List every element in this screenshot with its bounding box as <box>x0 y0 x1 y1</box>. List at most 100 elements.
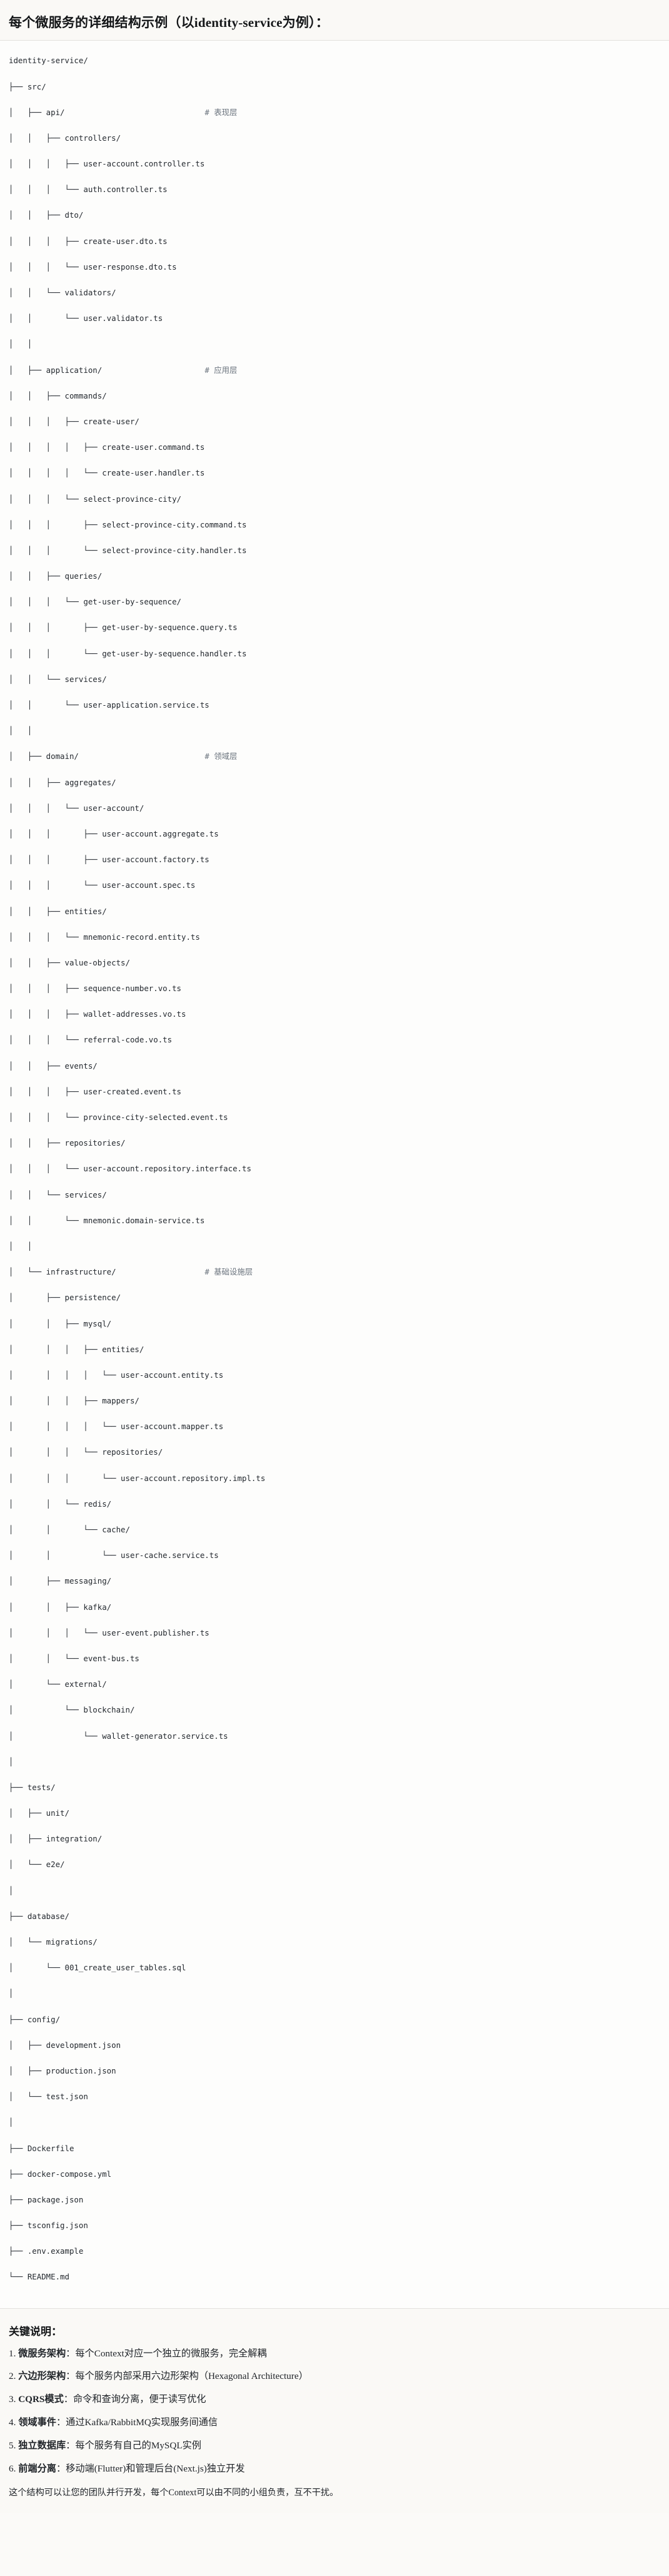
tree-line: │ ├── api/ # 表现层 <box>9 107 238 117</box>
tree-line: │ <box>9 1885 14 1895</box>
key-note-description: ：每个服务内部采用六边形架构（Hexagonal Architecture） <box>66 2371 308 2382</box>
tree-line-comment: # 基础设施层 <box>204 1267 253 1277</box>
tree-line: │ │ └── user.validator.ts <box>9 313 163 323</box>
tree-line: │ │ └── event-bus.ts <box>9 1653 139 1663</box>
key-note-item: 2. 六边形架构：每个服务内部采用六边形架构（Hexagonal Archite… <box>9 2370 660 2384</box>
key-note-term: 六边形架构 <box>18 2371 66 2382</box>
tree-line: ├── .env.example <box>9 2246 84 2256</box>
tree-line: ├── Dockerfile <box>9 2143 74 2153</box>
key-notes-list: 1. 微服务架构：每个Context对应一个独立的微服务，完全解耦 2. 六边形架… <box>9 2347 660 2477</box>
document-page: 每个微服务的详细结构示例（以identity-service为例）： ident… <box>0 0 669 2498</box>
tree-line: │ │ └── user-cache.service.ts <box>9 1550 219 1560</box>
tree-line: │ │ │ └── user-account.spec.ts <box>9 880 196 890</box>
tree-line: │ │ │ ├── select-province-city.command.t… <box>9 519 247 529</box>
tree-line: │ │ <box>9 726 33 736</box>
tree-line: │ │ │ ├── sequence-number.vo.ts <box>9 984 182 994</box>
tree-line: │ ├── domain/ # 领域层 <box>9 751 238 761</box>
tree-line: │ │ └── validators/ <box>9 288 116 298</box>
key-note-term: 独立数据库 <box>18 2440 66 2451</box>
tree-line-comment: # 领域层 <box>204 751 238 761</box>
tree-line: │ │ │ │ ├── create-user.command.ts <box>9 442 205 452</box>
tree-line: ├── src/ <box>9 81 46 91</box>
key-note-number: 3. <box>9 2394 19 2405</box>
tree-line: │ │ │ │ └── user-account.mapper.ts <box>9 1422 224 1432</box>
key-note-term: 领域事件 <box>18 2417 56 2428</box>
tree-line: │ │ └── user-application.service.ts <box>9 700 209 710</box>
tree-line: │ └── migrations/ <box>9 1937 98 1947</box>
tree-line: │ ├── messaging/ <box>9 1576 112 1586</box>
tree-line: │ │ │ ├── user-created.event.ts <box>9 1086 182 1096</box>
tree-line: │ │ │ └── user-account.repository.interf… <box>9 1164 251 1174</box>
tree-line: │ <box>9 1756 14 1766</box>
key-note-item: 4. 领域事件：通过Kafka/RabbitMQ实现服务间通信 <box>9 2416 660 2430</box>
tree-line: │ <box>9 1988 14 1998</box>
tree-line: └── README.md <box>9 2272 69 2282</box>
tree-line: │ │ │ │ └── user-account.entity.ts <box>9 1370 224 1380</box>
tree-line: │ │ │ └── province-city-selected.event.t… <box>9 1112 228 1123</box>
tree-line: │ │ ├── controllers/ <box>9 133 121 143</box>
page-title: 每个微服务的详细结构示例（以identity-service为例）： <box>9 15 329 30</box>
key-notes-title: 关键说明： <box>9 2325 62 2338</box>
key-notes-footer: 这个结构可以让您的团队并行开发，每个Context可以由不同的小组负责，互不干扰… <box>9 2488 339 2498</box>
key-note-term: 微服务架构 <box>18 2348 66 2359</box>
tree-line: │ │ ├── mysql/ <box>9 1318 112 1328</box>
tree-line: │ │ │ └── user-account.repository.impl.t… <box>9 1473 266 1483</box>
tree-line: │ └── infrastructure/ # 基础设施层 <box>9 1267 253 1277</box>
tree-line: │ ├── production.json <box>9 2065 116 2075</box>
tree-line: │ │ └── cache/ <box>9 1525 130 1535</box>
tree-line-comment: # 应用层 <box>204 365 238 375</box>
directory-tree-block: identity-service/ ├── src/ │ ├── api/ # … <box>0 41 669 2308</box>
key-note-number: 4. <box>9 2417 19 2428</box>
key-note-description: ：移动端(Flutter)和管理后台(Next.js)独立开发 <box>56 2463 245 2474</box>
tree-line: │ │ ├── value-objects/ <box>9 957 130 967</box>
tree-line: │ └── wallet-generator.service.ts <box>9 1731 228 1741</box>
tree-line: │ │ <box>9 1241 33 1251</box>
tree-line: │ └── 001_create_user_tables.sql <box>9 1963 186 1973</box>
tree-line-comment: # 表现层 <box>204 107 238 117</box>
key-note-number: 1. <box>9 2348 19 2359</box>
tree-line: identity-service/ <box>9 56 88 66</box>
tree-line: │ │ ├── aggregates/ <box>9 777 116 787</box>
tree-line: │ │ ├── dto/ <box>9 210 84 220</box>
key-note-item: 6. 前端分离：移动端(Flutter)和管理后台(Next.js)独立开发 <box>9 2462 660 2477</box>
tree-line: │ │ └── mnemonic.domain-service.ts <box>9 1215 205 1225</box>
tree-line: ├── docker-compose.yml <box>9 2169 112 2179</box>
tree-line: │ ├── persistence/ <box>9 1293 121 1303</box>
tree-line: │ │ │ ├── user-account.aggregate.ts <box>9 828 219 838</box>
tree-line: │ │ │ ├── user-account.controller.ts <box>9 159 205 169</box>
tree-line: │ │ │ └── user-response.dto.ts <box>9 262 177 272</box>
tree-line: │ │ ├── queries/ <box>9 571 103 581</box>
tree-line: ├── tsconfig.json <box>9 2221 88 2231</box>
tree-line: │ │ │ └── get-user-by-sequence/ <box>9 597 182 607</box>
tree-line: │ │ │ ├── get-user-by-sequence.query.ts <box>9 623 238 633</box>
key-note-description: ：命令和查询分离，便于读写优化 <box>63 2394 206 2405</box>
key-note-description: ：通过Kafka/RabbitMQ实现服务间通信 <box>56 2417 218 2428</box>
tree-line: │ <box>9 2117 14 2127</box>
document-header: 每个微服务的详细结构示例（以identity-service为例）： <box>0 0 669 41</box>
key-note-term: CQRS模式 <box>18 2394 64 2405</box>
tree-line: │ │ │ ├── user-account.factory.ts <box>9 855 209 865</box>
tree-line: │ │ │ └── get-user-by-sequence.handler.t… <box>9 648 247 658</box>
tree-line: │ │ │ └── auth.controller.ts <box>9 185 168 195</box>
tree-line: │ │ └── services/ <box>9 1189 107 1199</box>
tree-line: │ └── blockchain/ <box>9 1705 135 1715</box>
tree-line: │ │ │ └── select-province-city/ <box>9 494 182 504</box>
tree-line: │ │ └── services/ <box>9 674 107 684</box>
key-note-number: 5. <box>9 2440 19 2451</box>
tree-line: │ │ │ ├── create-user/ <box>9 416 139 426</box>
key-note-item: 1. 微服务架构：每个Context对应一个独立的微服务，完全解耦 <box>9 2347 660 2361</box>
tree-line: │ │ ├── kafka/ <box>9 1602 112 1612</box>
tree-line: ├── package.json <box>9 2194 84 2204</box>
tree-line: │ │ ├── entities/ <box>9 906 107 916</box>
tree-line: │ └── e2e/ <box>9 1860 65 1870</box>
key-note-number: 6. <box>9 2463 19 2474</box>
key-note-term: 前端分离 <box>18 2463 56 2474</box>
tree-line: │ │ │ └── mnemonic-record.entity.ts <box>9 932 200 942</box>
tree-line: │ │ │ ├── wallet-addresses.vo.ts <box>9 1009 186 1019</box>
tree-line: │ │ <box>9 339 33 349</box>
tree-line: ├── config/ <box>9 2014 61 2024</box>
tree-line: │ └── test.json <box>9 2092 88 2102</box>
key-note-number: 2. <box>9 2371 19 2382</box>
tree-line: │ │ │ └── repositories/ <box>9 1447 163 1457</box>
key-note-description: ：每个Context对应一个独立的微服务，完全解耦 <box>66 2348 267 2359</box>
